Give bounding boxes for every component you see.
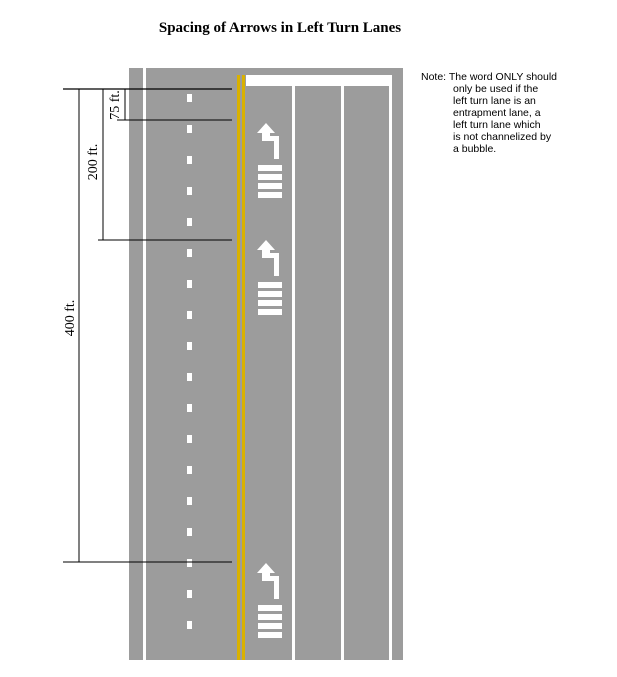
dashed-lane-line bbox=[187, 94, 192, 629]
dimension-label-200: 200 ft. bbox=[86, 144, 101, 181]
note-line-4: entrapment lane, a bbox=[453, 107, 541, 119]
note-text: Note: The word ONLY should only be used … bbox=[421, 71, 557, 155]
diagram-title: Spacing of Arrows in Left Turn Lanes bbox=[158, 20, 402, 36]
note-prefix: Note: bbox=[421, 71, 447, 83]
note-line-1: The word ONLY should bbox=[448, 71, 558, 83]
note-line-5: left turn lane which bbox=[453, 119, 541, 131]
yellow-centerline-right bbox=[242, 75, 245, 660]
lane-divider-1 bbox=[292, 86, 295, 660]
left-edge-line bbox=[143, 68, 146, 660]
note-line-6: is not channelized by bbox=[453, 131, 552, 143]
note-line-2: only be used if the bbox=[453, 83, 539, 95]
note-line-7: a bubble. bbox=[453, 143, 497, 155]
dimension-label-400: 400 ft. bbox=[63, 300, 78, 337]
yellow-centerline-left bbox=[237, 75, 240, 660]
top-stop-bar bbox=[246, 75, 392, 86]
dimension-label-75: 75 ft. bbox=[108, 90, 123, 120]
right-edge-line bbox=[389, 75, 392, 660]
lane-divider-2 bbox=[341, 86, 344, 660]
note-line-3: left turn lane is an bbox=[453, 95, 536, 107]
